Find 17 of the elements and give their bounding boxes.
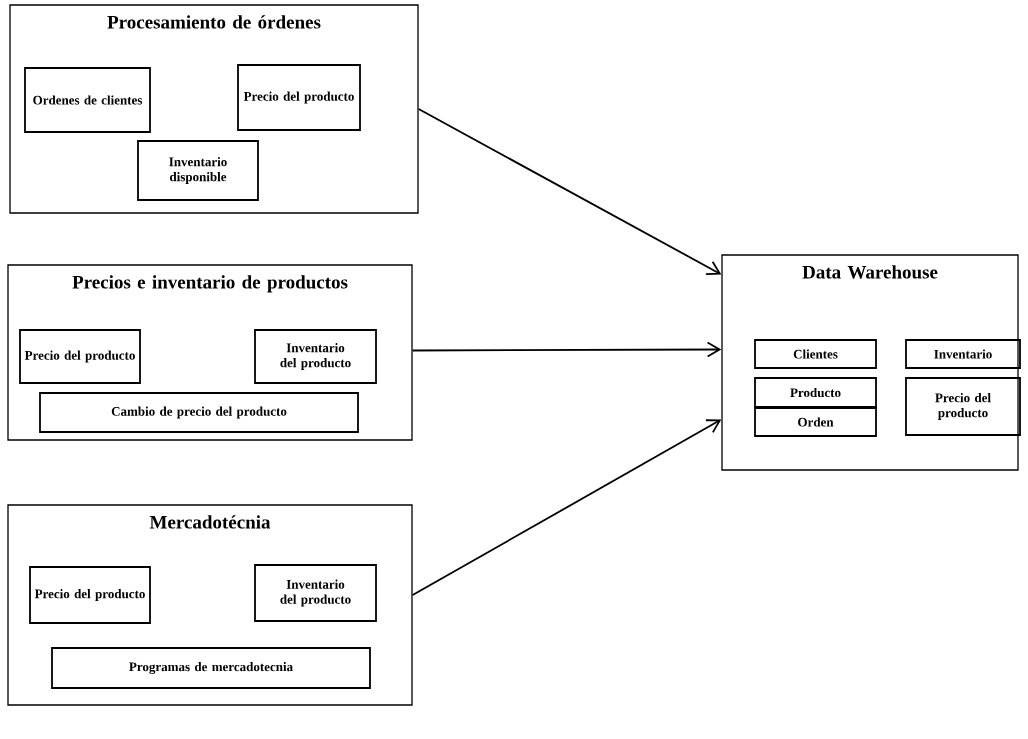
arrow <box>417 108 722 275</box>
entity-box: Inventario del producto <box>254 329 377 384</box>
arrow <box>411 341 722 358</box>
entity-box: Producto <box>754 377 877 408</box>
entity-box: Precio del producto <box>29 566 151 624</box>
arrow <box>411 419 722 596</box>
entity-box: Inventario del producto <box>254 564 377 622</box>
entity-box: Clientes <box>754 339 877 369</box>
entity-box: Inventario disponible <box>137 140 259 201</box>
entity-box: Precio del producto <box>19 329 141 384</box>
entity-box: Ordenes de clientes <box>24 67 151 133</box>
entity-box: Cambio de precio del producto <box>39 392 359 433</box>
entity-box: Programas de mercadotecnia <box>51 647 371 689</box>
entity-box: Orden <box>754 407 877 437</box>
entity-box: Inventario <box>905 339 1021 369</box>
entity-box: Precio del producto <box>237 64 361 131</box>
entity-box: Precio del producto <box>905 377 1021 436</box>
